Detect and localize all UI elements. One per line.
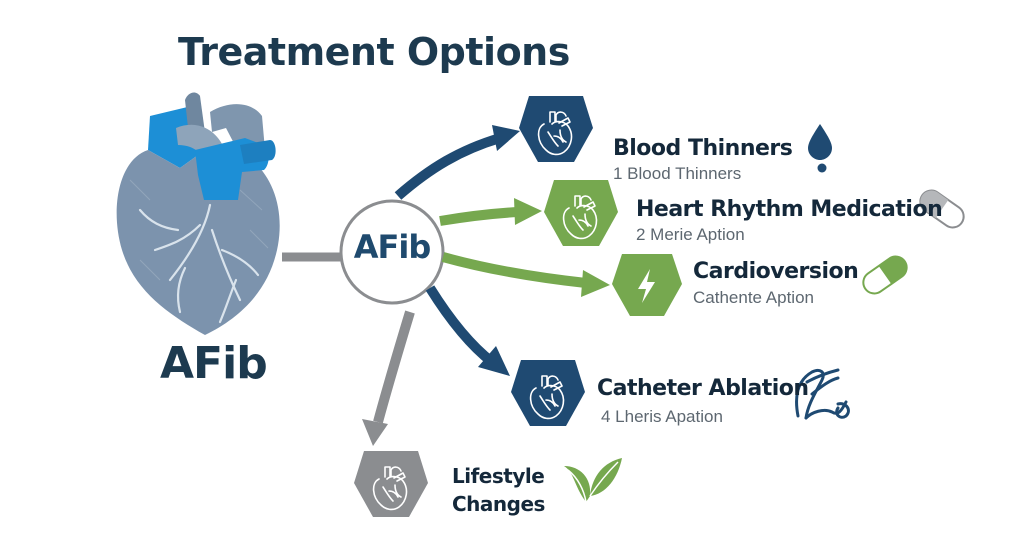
- option-lifestyle-changes: Lifestyle Changes: [452, 462, 545, 518]
- afib-hub-circle: [339, 199, 445, 305]
- pill-capsule-icon: [862, 255, 908, 295]
- arrow-blood-thinners: [394, 125, 520, 200]
- hub-label: AFib: [353, 228, 432, 266]
- arrow-cardioversion: [441, 252, 610, 297]
- heart-caption: AFib: [160, 338, 268, 389]
- pill-capsule-icon: [919, 189, 965, 229]
- option-title: Blood Thinners: [613, 136, 793, 161]
- lifestyle-line-1: Lifestyle: [452, 464, 545, 488]
- catheter-icon: [795, 368, 850, 420]
- blood-drop-icon: [808, 124, 832, 173]
- option-subtitle: Cathente Aption: [693, 288, 814, 307]
- option-title: Heart Rhythm Medication: [636, 197, 943, 222]
- heart-illustration: [116, 92, 280, 335]
- option-title: Catheter Ablation: [597, 376, 809, 401]
- leaf-icon: [564, 458, 622, 503]
- option-subtitle: 2 Merie Aption: [636, 225, 745, 244]
- badge-heart-rhythm-medication: [544, 180, 618, 246]
- lifestyle-line-2: Changes: [452, 492, 545, 516]
- badge-blood-thinners: [519, 96, 593, 162]
- badge-lifestyle-changes: [354, 451, 428, 517]
- arrow-heart-rhythm-medication: [439, 198, 542, 226]
- page-title: Treatment Options: [178, 30, 570, 74]
- arrow-lifestyle-changes: [362, 310, 415, 446]
- option-subtitle: 1 Blood Thinners: [613, 164, 742, 183]
- option-title: Cardioversion: [693, 259, 859, 284]
- badge-cardioversion: [612, 254, 682, 316]
- option-subtitle: 4 Lheris Apation: [601, 407, 723, 426]
- arrow-catheter-ablation: [425, 285, 510, 376]
- badge-catheter-ablation: [511, 360, 585, 426]
